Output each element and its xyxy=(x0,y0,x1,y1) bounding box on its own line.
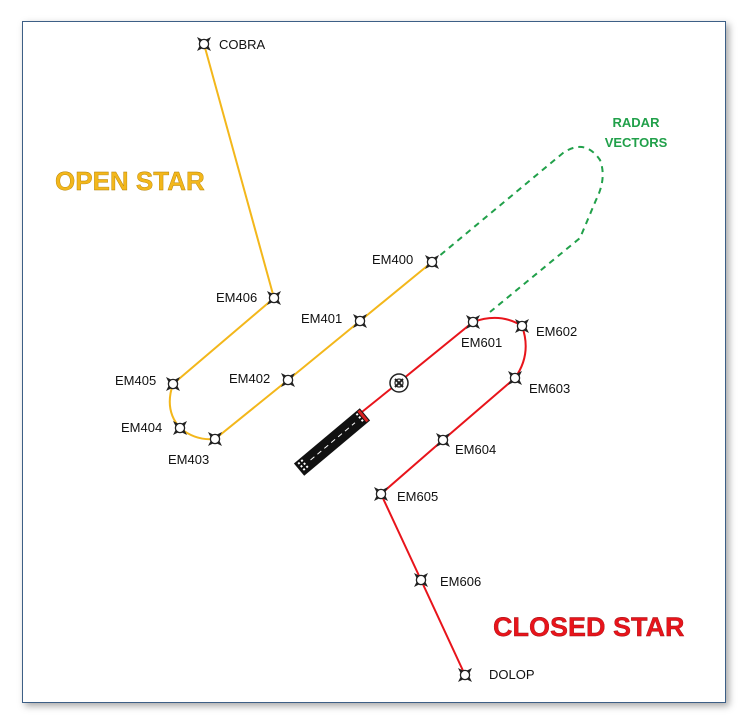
waypoint-em605-icon xyxy=(373,486,389,502)
diagram-frame xyxy=(22,21,726,703)
waypoint-label-em403: EM403 xyxy=(168,452,209,467)
waypoint-label-em602: EM602 xyxy=(536,324,577,339)
waypoint-em602-icon xyxy=(514,318,530,334)
waypoint-label-dolop: DOLOP xyxy=(489,667,535,682)
waypoint-em406-icon xyxy=(266,290,282,306)
waypoint-em601-icon xyxy=(465,314,481,330)
waypoint-em404-icon xyxy=(172,420,188,436)
runway xyxy=(293,408,371,476)
waypoint-cobra-icon xyxy=(196,36,212,52)
waypoint-em403-icon xyxy=(207,431,223,447)
closed-star-title: CLOSED STAR xyxy=(493,612,685,642)
waypoint-label-cobra: COBRA xyxy=(219,37,266,52)
radar-vectors-label-line1: RADAR xyxy=(613,115,661,130)
waypoint-label-em402: EM402 xyxy=(229,371,270,386)
waypoint-label-em601: EM601 xyxy=(461,335,502,350)
waypoint-em604-icon xyxy=(435,432,451,448)
waypoint-label-em603: EM603 xyxy=(529,381,570,396)
radar-vectors-label-line2: VECTORS xyxy=(605,135,668,150)
waypoint-em402-icon xyxy=(280,372,296,388)
waypoint-label-em401: EM401 xyxy=(301,311,342,326)
waypoint-label-em605: EM605 xyxy=(397,489,438,504)
waypoint-label-em606: EM606 xyxy=(440,574,481,589)
waypoint-label-em400: EM400 xyxy=(372,252,413,267)
waypoint-label-em404: EM404 xyxy=(121,420,162,435)
waypoint-em400-icon xyxy=(424,254,440,270)
waypoint-em405-icon xyxy=(165,376,181,392)
open-star-title: OPEN STAR xyxy=(55,166,205,196)
vor-navaid-icon xyxy=(389,373,409,393)
radar-vectors-path xyxy=(431,145,604,313)
waypoint-dolop-icon xyxy=(457,667,473,683)
waypoint-em603-icon xyxy=(507,370,523,386)
waypoint-label-em604: EM604 xyxy=(455,442,496,457)
waypoint-em401-icon xyxy=(352,313,368,329)
waypoint-label-em405: EM405 xyxy=(115,373,156,388)
waypoint-em606-icon xyxy=(413,572,429,588)
waypoint-label-em406: EM406 xyxy=(216,290,257,305)
